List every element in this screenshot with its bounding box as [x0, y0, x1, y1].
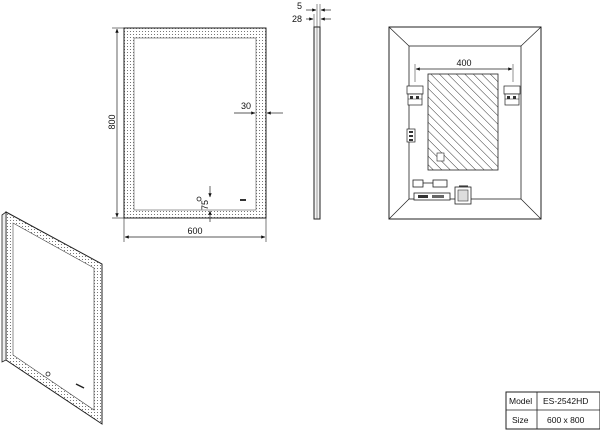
size-value: 600 x 800: [547, 415, 585, 425]
perspective-glass: [12, 222, 95, 411]
side-view: 5 28: [292, 1, 331, 220]
front-width-label: 600: [187, 226, 202, 236]
connector-box: [454, 185, 472, 205]
size-label: Size: [512, 415, 529, 425]
perspective-touch-sensor-icon: [45, 371, 51, 377]
touch-sensor-icon: [196, 196, 202, 202]
led-driver: [412, 179, 451, 201]
front-view: 800 600 30 75: [107, 27, 283, 242]
right-bracket: [503, 85, 521, 106]
left-bracket: [406, 85, 424, 106]
switch-module: [406, 128, 416, 143]
model-value: ES-2542HD: [543, 396, 588, 406]
front-mirror-glass: [133, 37, 257, 211]
display-indicator: [240, 199, 246, 201]
led-inset-label: 30: [241, 101, 251, 111]
sensor-offset-label: 75: [200, 200, 210, 210]
model-label: Model: [509, 396, 532, 406]
side-outer-label: 5: [297, 1, 302, 11]
back-small-square: [436, 152, 445, 162]
title-block: Model ES-2542HD Size 600 x 800: [505, 391, 600, 430]
back-view: 400: [388, 26, 542, 220]
bracket-spacing-label: 400: [456, 58, 471, 68]
side-depth-label: 28: [292, 14, 302, 24]
perspective-view: [1, 211, 103, 425]
front-height-label: 800: [107, 114, 117, 129]
